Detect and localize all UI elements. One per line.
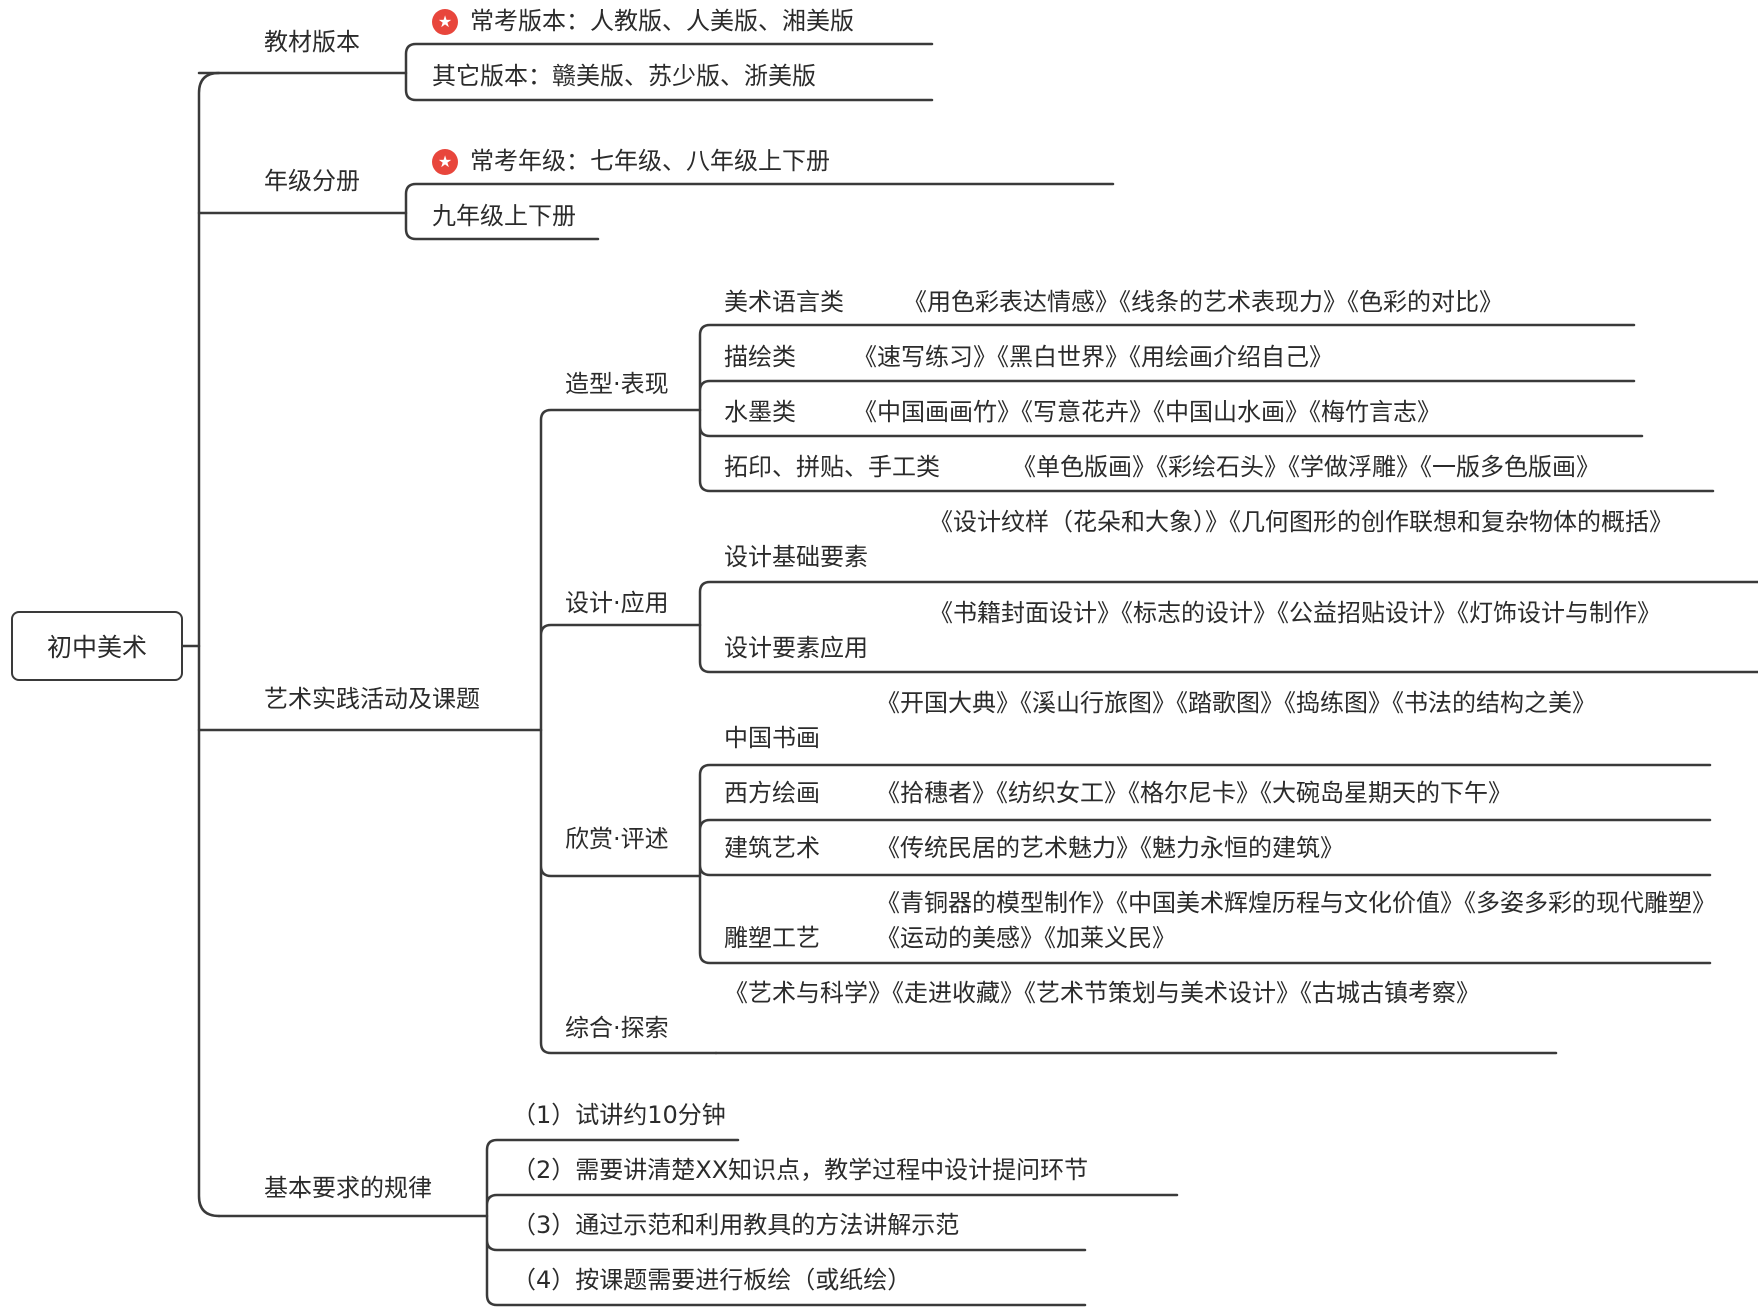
branch-nianji[interactable]: 年级分册 [264, 167, 360, 195]
bracket-jiaocai [404, 42, 934, 102]
leaf-zonghe[interactable]: 《艺术与科学》《走进收藏》《艺术节策划与美术设计》《古城古镇考察》 [724, 979, 1480, 1007]
cat-sheji-jichu[interactable]: 设计基础要素 [724, 543, 868, 571]
bracket-jiben [485, 1138, 1179, 1307]
leaf-sheji-jichu[interactable]: 《设计纹样（花朵和大象）》《几何图形的创作联想和复杂物体的概括》 [929, 508, 1673, 536]
cat-meishu-yuyan[interactable]: 美术语言类 [724, 288, 844, 316]
branch-yishu[interactable]: 艺术实践活动及课题 [264, 685, 480, 713]
node-sheji[interactable]: 设计·应用 [565, 589, 669, 617]
req-3[interactable]: （3）通过示范和利用教具的方法讲解示范 [512, 1211, 960, 1239]
leaf-zhongguo-shuhua[interactable]: 《开国大典》《溪山行旅图》《踏歌图》《捣练图》《书法的结构之美》 [876, 689, 1596, 717]
node-xinshang[interactable]: 欣赏·评述 [565, 825, 669, 853]
req-2[interactable]: （2）需要讲清楚XX知识点，教学过程中设计提问环节 [512, 1156, 1089, 1184]
node-jiaocai-other[interactable]: 其它版本：赣美版、苏少版、浙美版 [432, 62, 816, 90]
star-icon: ★ [432, 149, 458, 175]
root-node[interactable]: 初中美术 [11, 611, 183, 681]
leaf-jianzhu[interactable]: 《传统民居的艺术魅力》《魅力永恒的建筑》 [876, 834, 1344, 862]
leaf-meishu-yuyan[interactable]: 《用色彩表达情感》《线条的艺术表现力》《色彩的对比》 [903, 288, 1503, 316]
node-zonghe[interactable]: 综合·探索 [565, 1014, 669, 1042]
leaf-sheji-yingyong[interactable]: 《书籍封面设计》《标志的设计》《公益招贴设计》《灯饰设计与制作》 [929, 599, 1661, 627]
cat-xifang-huihua[interactable]: 西方绘画 [724, 779, 820, 807]
bracket-xinshang [698, 763, 1712, 965]
bracket-zaoxing [698, 323, 1715, 493]
cat-sheji-yingyong[interactable]: 设计要素应用 [724, 634, 868, 662]
node-nianji-common[interactable]: 常考年级：七年级、八年级上下册 [470, 147, 830, 175]
bracket-nianji [404, 182, 1115, 241]
req-4[interactable]: （4）按课题需要进行板绘（或纸绘） [512, 1266, 912, 1294]
leaf-shuimo[interactable]: 《中国画画竹》《写意花卉》《中国山水画》《梅竹言志》 [853, 398, 1441, 426]
cat-jianzhu[interactable]: 建筑艺术 [724, 834, 820, 862]
leaf-tayin[interactable]: 《单色版画》《彩绘石头》《学做浮雕》《一版多色版画》 [1012, 453, 1600, 481]
node-zaoxing[interactable]: 造型·表现 [565, 370, 669, 398]
cat-diaosu[interactable]: 雕塑工艺 [724, 924, 820, 952]
leaf-xifang-huihua[interactable]: 《拾穗者》《纺织女工》《格尔尼卡》《大碗岛星期天的下午》 [876, 779, 1512, 807]
bracket-sheji [698, 580, 1758, 674]
req-1[interactable]: （1）试讲约10分钟 [512, 1101, 726, 1129]
branch-jiaocai[interactable]: 教材版本 [264, 28, 360, 56]
star-icon: ★ [432, 9, 458, 35]
branch-jiben[interactable]: 基本要求的规律 [264, 1174, 432, 1202]
cat-tayin[interactable]: 拓印、拼贴、手工类 [724, 453, 940, 481]
node-nianji-nine[interactable]: 九年级上下册 [432, 202, 576, 230]
cat-shuimo[interactable]: 水墨类 [724, 398, 796, 426]
connector-spine [197, 71, 221, 1218]
cat-zhongguo-shuhua[interactable]: 中国书画 [724, 724, 820, 752]
bracket-yishu [539, 408, 718, 1055]
cat-miaohui[interactable]: 描绘类 [724, 343, 796, 371]
node-jiaocai-common[interactable]: 常考版本：人教版、人美版、湘美版 [470, 7, 854, 35]
leaf-miaohui[interactable]: 《速写练习》《黑白世界》《用绘画介绍自己》 [853, 343, 1333, 371]
leaf-diaosu[interactable]: 《青铜器的模型制作》《中国美术辉煌历程与文化价值》《多姿多彩的现代雕塑》《运动的… [876, 889, 1704, 952]
